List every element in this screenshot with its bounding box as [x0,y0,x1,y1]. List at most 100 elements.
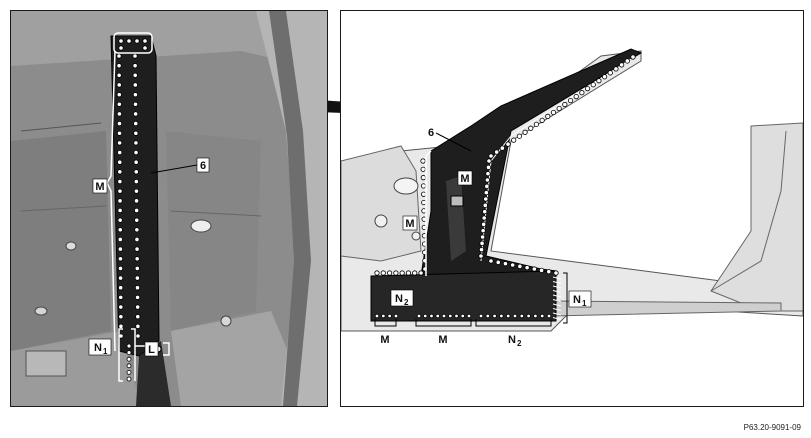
right-weld-n1-subscript: 1 [582,299,587,308]
weld-spot [441,313,447,319]
weld-spot [435,313,440,319]
weld-spot [374,313,380,319]
weld-spot [510,262,516,268]
weld-spot [132,72,138,78]
weld-seam-mark [552,294,562,298]
weld-spot [528,125,534,131]
weld-spot [116,63,122,69]
weld-seam-mark [552,276,562,280]
left-part-6-label: 6 [200,160,206,172]
weld-spot [418,270,424,276]
right-weld-n2-bottom-subscript: 2 [517,339,522,348]
weld-spot [488,153,494,159]
weld-spot [117,217,123,223]
weld-spot [405,270,412,276]
weld-spot [133,140,139,146]
weld-spot [135,304,141,310]
weld-spot [117,275,124,281]
weld-spot [133,111,139,117]
weld-seam-mark [552,308,562,311]
weld-spot [481,221,487,227]
weld-spot [126,356,132,362]
left-weld-n1-subscript: 1 [103,347,108,356]
figure-code: P63.20-9091-09 [743,423,801,432]
weld-spot [386,270,393,276]
weld-spot [393,270,399,276]
weld-spot [117,227,123,233]
weld-spot [416,313,422,319]
weld-spot [133,149,139,156]
weld-spot [546,269,552,275]
weld-spot [116,53,122,59]
weld-spot [134,38,140,44]
weld-spot [133,159,139,165]
weld-spot [126,343,132,349]
weld-spot [486,158,492,164]
weld-spot [494,149,500,155]
weld-spot [524,265,530,271]
weld-spot [573,94,579,100]
weld-spot [590,82,596,88]
weld-spot [483,196,489,202]
right-weld-n2-bottom-label: N [508,334,516,346]
weld-spot [492,313,497,319]
weld-spot [562,101,568,108]
weld-spot [481,215,487,221]
weld-spot [116,120,123,127]
weld-spot [134,207,140,214]
left-illustration [11,11,327,406]
weld-spot [134,294,141,300]
weld-spot [499,313,504,319]
weld-spot [133,178,139,185]
weld-spot [133,198,140,204]
left-weld-n1-label: N [94,342,102,354]
weld-spot [117,178,123,185]
weld-spot [495,259,501,265]
weld-spot [117,188,123,194]
weld-spot [126,38,132,44]
weld-seam-mark [552,285,562,289]
weld-spot [505,141,511,147]
right-weld-n2-box-label: N [395,293,403,305]
weld-spot [596,78,602,84]
weld-spot [539,117,545,123]
weld-spot [133,120,139,127]
weld-spot [126,363,132,369]
weld-spot [134,217,140,223]
weld-spot [478,313,484,319]
weld-spot [420,158,426,164]
weld-spot [132,63,138,69]
weld-spot [499,145,505,151]
weld-spot [429,313,434,319]
weld-spot [117,159,123,165]
weld-spot [630,54,636,60]
right-overview-view: 6 M M N 1 N 2 M M N 2 [340,10,804,407]
weld-spot [485,313,490,319]
right-weld-m-upper-label: M [460,173,469,185]
weld-spot [526,313,531,319]
weld-spot [132,82,138,88]
weld-spot [135,314,141,320]
weld-spot [380,270,386,276]
weld-spot [116,101,122,107]
weld-spot [607,70,613,76]
weld-spot [533,313,538,319]
weld-spot [117,149,123,156]
weld-seam-mark [552,290,562,293]
weld-spot [517,263,523,269]
weld-spot [423,313,428,319]
weld-spot [117,207,123,214]
weld-spot [133,188,140,194]
weld-seam-mark [552,317,562,320]
weld-spot [387,313,392,319]
weld-spot [374,270,380,276]
weld-spot [116,82,122,88]
right-weld-n2-box-subscript: 2 [404,298,409,307]
weld-spot [381,313,386,319]
weld-spot [482,209,488,215]
weld-spot [483,190,489,196]
weld-spot [117,265,124,272]
weld-spot [584,86,591,92]
weld-spot [466,313,472,319]
right-weld-m-bottom-left-label: M [380,334,389,346]
